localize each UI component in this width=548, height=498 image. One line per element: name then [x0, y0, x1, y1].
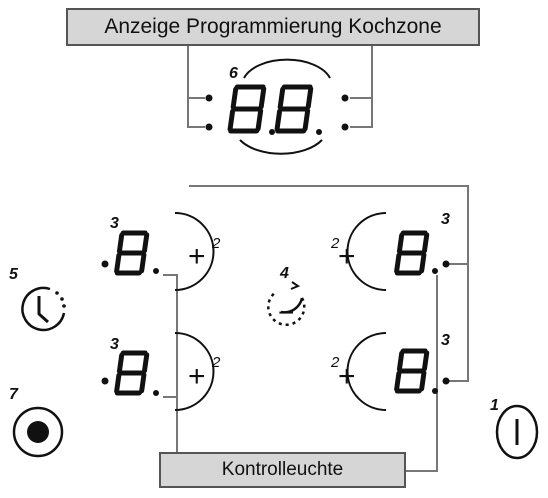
plus-icon[interactable]: + — [188, 360, 206, 393]
zone-digit — [394, 230, 430, 276]
timer-display-dot — [341, 94, 349, 102]
callout-2: 2 — [330, 354, 340, 371]
seven-segment-digit — [227, 84, 267, 134]
clock-icon[interactable]: 5 — [9, 266, 66, 332]
zone-dot — [101, 260, 109, 268]
zone-digit — [394, 348, 430, 394]
callout-3: 3 — [110, 215, 119, 232]
callout-3: 3 — [441, 211, 450, 228]
timer-display-dot — [205, 123, 213, 131]
callout-2: 2 — [330, 235, 340, 252]
zone-dot — [442, 260, 450, 268]
minus-dial-arc — [280, 297, 304, 314]
decimal-point — [153, 268, 159, 274]
plus-button-ring[interactable] — [174, 332, 215, 411]
clock-hands — [37, 296, 49, 324]
indicator-light-label: Kontrolleuchte — [159, 452, 406, 488]
timer-display: 6 — [205, 58, 349, 155]
timer-display-arc-top — [243, 58, 331, 79]
power-icon[interactable]: 1 — [490, 397, 539, 460]
plus-icon[interactable]: + — [338, 360, 356, 393]
seven-segment-digit — [274, 84, 314, 134]
record-button-ring — [12, 406, 64, 458]
zone-top-left: 3 + 2 — [101, 212, 221, 291]
timer-display-dot — [341, 123, 349, 131]
plus-button-ring[interactable] — [346, 212, 387, 291]
timer-display-arc-bottom — [239, 139, 323, 155]
clock-dot — [60, 297, 64, 301]
plus-icon[interactable]: + — [338, 240, 356, 273]
left-zone-leader-lines — [163, 274, 178, 452]
plus-icon[interactable]: + — [188, 240, 206, 273]
timer-display-dot — [205, 94, 213, 102]
plus-button-ring[interactable] — [346, 332, 387, 411]
decimal-point — [269, 129, 275, 135]
minus-dial-icon[interactable]: − 4 — [267, 265, 306, 328]
plus-button-ring[interactable] — [174, 212, 215, 291]
programming-display-label: Anzeige Programmierung Kochzone — [66, 8, 480, 46]
timer-display-leader-lines — [187, 46, 373, 128]
minus-icon: − — [278, 297, 294, 328]
callout-3: 3 — [110, 336, 119, 353]
record-button-dot — [27, 421, 49, 443]
callout-3: 3 — [441, 332, 450, 349]
callout-6: 6 — [229, 65, 238, 82]
callout-7: 7 — [9, 386, 19, 403]
decimal-point — [153, 390, 159, 396]
decimal-point — [316, 129, 322, 135]
callout-5: 5 — [9, 266, 19, 283]
callout-1: 1 — [490, 397, 499, 414]
power-button-ring — [495, 404, 539, 460]
arrow-head-icon — [290, 281, 301, 290]
clock-ring — [21, 286, 66, 332]
minus-dial-ring — [267, 290, 306, 327]
decimal-point — [432, 388, 438, 394]
callout-2: 2 — [211, 235, 221, 252]
clock-dot — [55, 291, 59, 295]
zone-digit — [114, 350, 150, 396]
zone-digit — [114, 230, 150, 276]
clock-dot — [62, 304, 66, 308]
record-button-icon[interactable]: 7 — [9, 386, 64, 458]
callout-2: 2 — [211, 354, 221, 371]
zone-bottom-left: 3 + 2 — [101, 332, 221, 411]
decimal-point — [432, 268, 438, 274]
zone-dot — [442, 377, 450, 385]
callout-4: 4 — [279, 265, 289, 282]
zone-top-right: 2 + 3 — [330, 211, 450, 291]
zone-bottom-right: 2 + 3 — [330, 332, 450, 411]
zone-dot — [101, 377, 109, 385]
right-zone-leader-lines — [189, 185, 469, 472]
